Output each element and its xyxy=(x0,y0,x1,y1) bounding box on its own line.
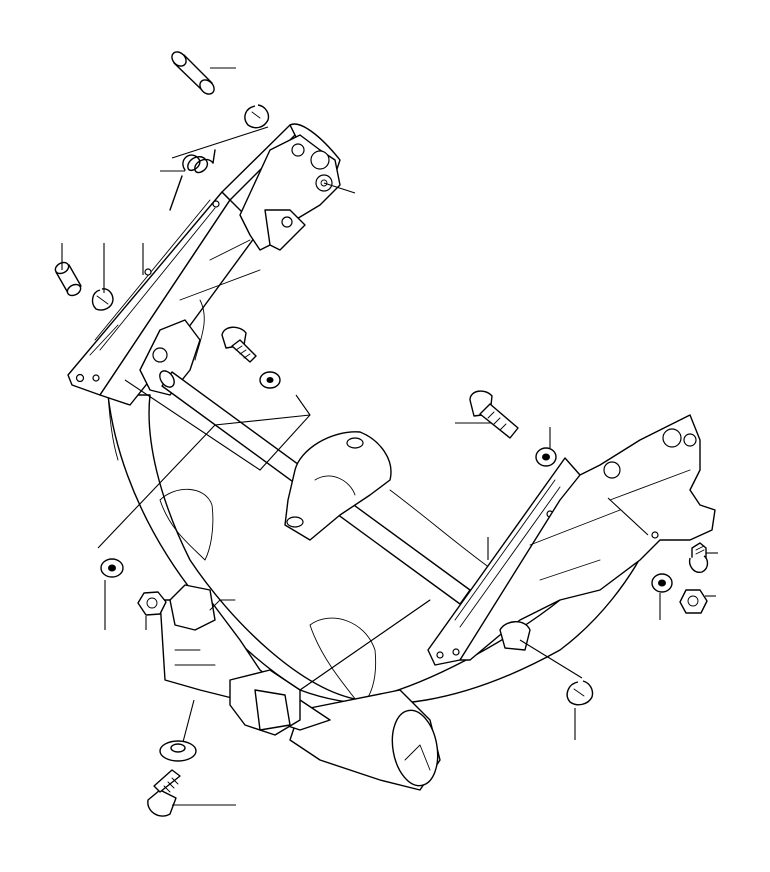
bolt-right xyxy=(469,390,519,439)
leader-circlip-upper xyxy=(171,126,269,159)
shaft-holder-bracket xyxy=(284,431,392,541)
washer-right-lower xyxy=(651,573,673,593)
leader-motor xyxy=(299,599,431,691)
motor-actuator xyxy=(159,584,441,791)
pin-upper xyxy=(171,51,215,95)
right-rail-assembly xyxy=(427,414,716,666)
leader-circlip-lower-right xyxy=(519,639,583,679)
circlip-lower-right xyxy=(566,680,594,706)
nut-right xyxy=(679,589,708,614)
bolt-bottom xyxy=(147,769,181,817)
leader-lines xyxy=(61,67,718,806)
leader-bracket-upper xyxy=(323,182,356,194)
torsion-spring xyxy=(169,149,216,211)
washer-right xyxy=(535,447,557,467)
circlip-left xyxy=(91,288,114,311)
washer-center-left xyxy=(259,371,281,389)
bolt-center-left xyxy=(221,326,257,363)
nut-lower-left xyxy=(137,591,167,616)
circlip-upper xyxy=(244,104,270,129)
leader-shaft-holder xyxy=(97,414,311,549)
washer-bottom xyxy=(159,740,197,762)
screw-right xyxy=(688,542,709,573)
leader-washer-bottom xyxy=(182,699,195,743)
leader-bracket-right xyxy=(607,497,649,536)
left-rail-assembly xyxy=(67,123,341,406)
pin-left xyxy=(54,261,82,297)
washer-lower-left xyxy=(100,558,124,578)
leader-base-plate xyxy=(124,379,311,471)
